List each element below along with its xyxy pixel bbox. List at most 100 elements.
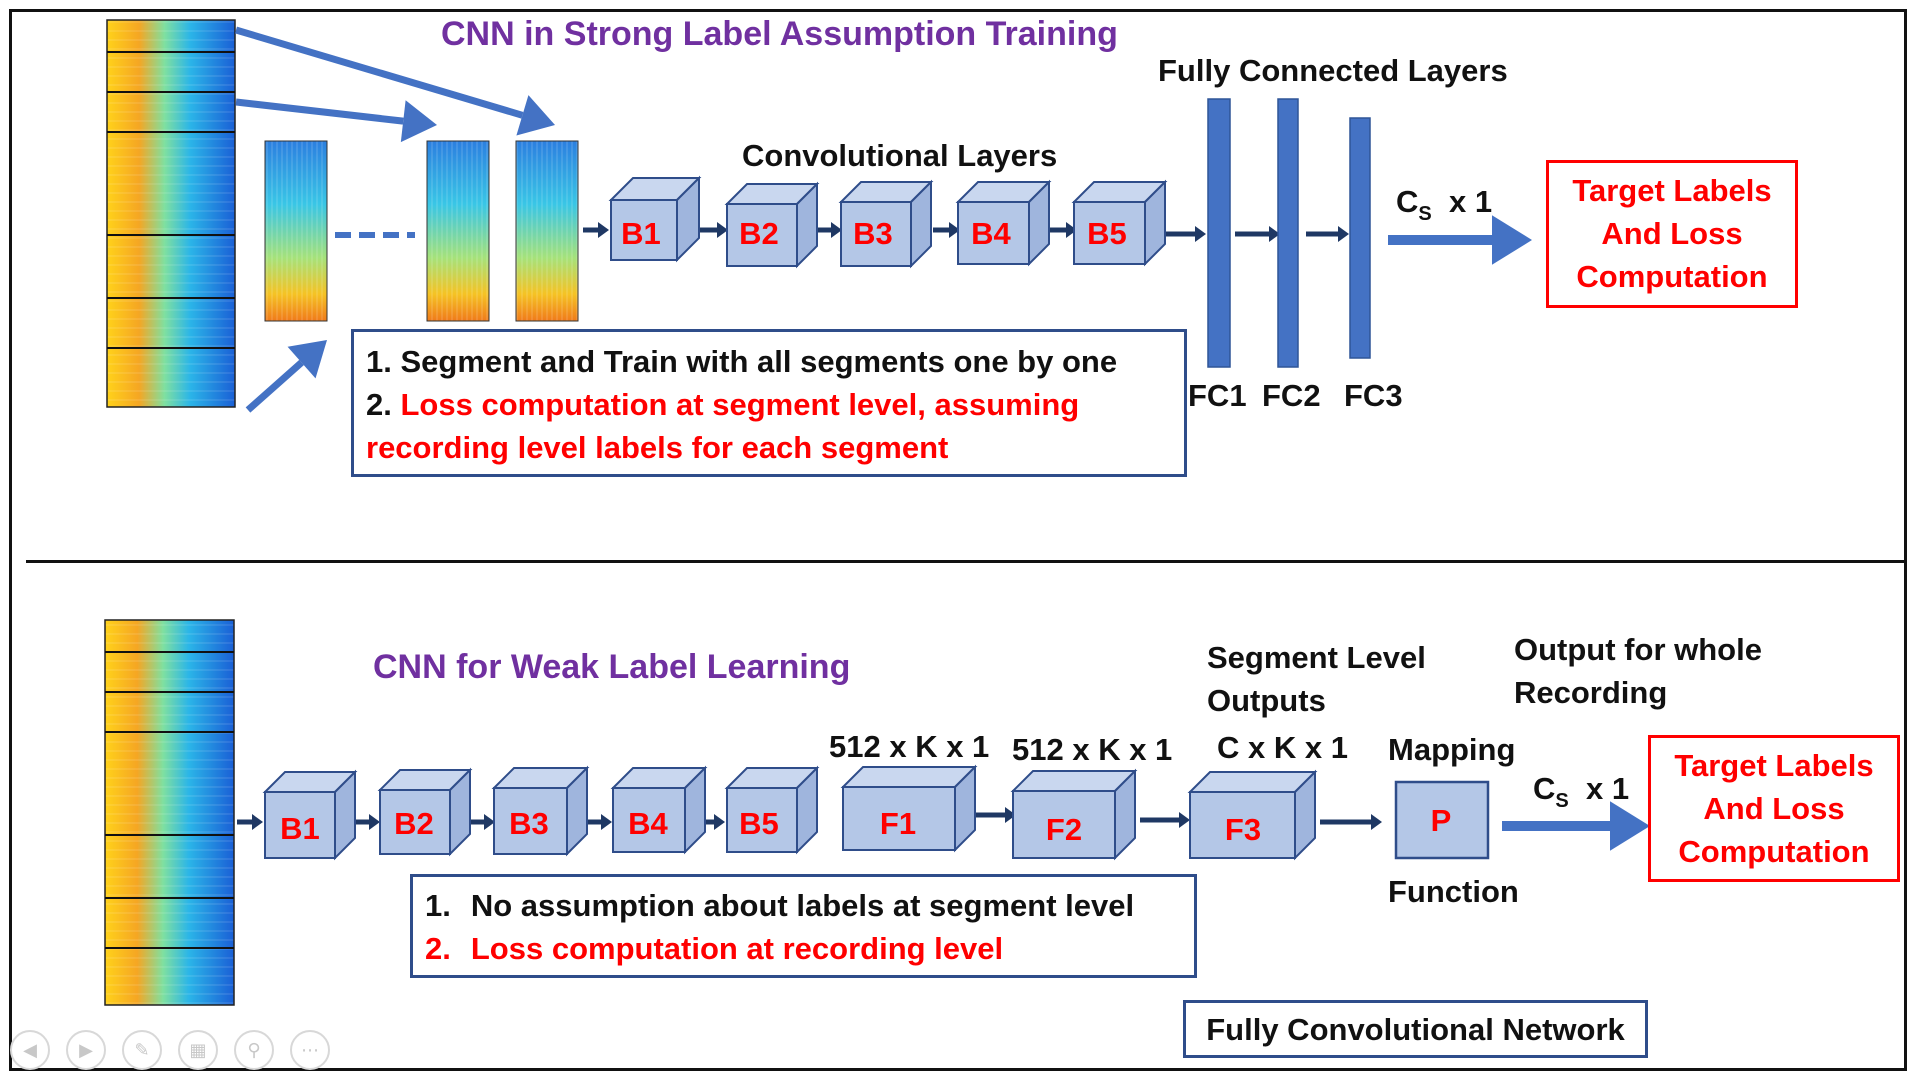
fc-layer-bar bbox=[1349, 117, 1371, 359]
fcn-block-front bbox=[1012, 790, 1116, 859]
bottom-output-dim: CS x 1 bbox=[1533, 771, 1630, 812]
target-line: Computation bbox=[1678, 834, 1870, 869]
bottom-title: CNN for Weak Label Learning bbox=[373, 648, 851, 686]
fc-layer-bar bbox=[1277, 98, 1299, 368]
note-number: 1. bbox=[425, 888, 451, 923]
flow-arrow-head bbox=[714, 814, 725, 830]
fc-layer-bar bbox=[1207, 98, 1231, 368]
bottom-block-label: B5 bbox=[739, 806, 779, 841]
segment-texture bbox=[516, 141, 578, 321]
top-target-box: Target Labels And Loss Computation bbox=[1546, 160, 1798, 308]
bottom-block-label: B4 bbox=[628, 806, 668, 841]
segment-arrow-head bbox=[287, 340, 327, 379]
conv-heading: Convolutional Layers bbox=[742, 138, 1058, 173]
block-group bbox=[262, 175, 1490, 861]
output-dim: x 1 bbox=[1585, 771, 1630, 806]
flow-arrow-head bbox=[1005, 807, 1016, 823]
fc-heading: Fully Connected Layers bbox=[1158, 53, 1508, 88]
flow-arrow-head bbox=[1195, 226, 1206, 242]
conv-block-label: F1 bbox=[879, 806, 917, 841]
conv-block-front bbox=[379, 789, 451, 855]
segment-outline bbox=[515, 140, 579, 322]
flow-arrow-head bbox=[1269, 226, 1280, 242]
bottom-note-box: 1. No assumption about labels at segment … bbox=[410, 874, 1197, 978]
top-note-line-1: 1. Segment and Train with all segments o… bbox=[366, 344, 1117, 380]
spectrogram-texture bbox=[107, 20, 235, 407]
segment-arrow-shaft bbox=[245, 359, 304, 413]
conv-block-front bbox=[957, 201, 1030, 265]
fc-label: FC2 bbox=[1262, 378, 1321, 413]
bottom-block-label: B2 bbox=[394, 806, 434, 841]
segment-arrow-shaft bbox=[235, 26, 524, 119]
target-line: Computation bbox=[1576, 259, 1768, 294]
top-note-line-3: recording level labels for each segment bbox=[366, 430, 949, 465]
segment-texture bbox=[265, 141, 327, 321]
fc-label: FC1 bbox=[1188, 378, 1247, 413]
top-block-label: B2 bbox=[739, 216, 779, 251]
dim-label: C x K x 1 bbox=[1217, 730, 1348, 765]
slides-icon[interactable]: ▦ bbox=[178, 1030, 218, 1070]
top-block-label: B4 bbox=[971, 216, 1011, 251]
conv-block-label: F3 bbox=[1224, 812, 1262, 847]
output-arrow-head bbox=[1492, 215, 1532, 265]
fcn-label: Fully Convolutional Network bbox=[1206, 1012, 1625, 1047]
note-text: Loss computation at segment level, assum… bbox=[400, 387, 1080, 422]
note-text: No assumption about labels at segment le… bbox=[470, 888, 1135, 923]
top-note-box: 1. Segment and Train with all segments o… bbox=[351, 329, 1187, 477]
conv-block-front bbox=[840, 201, 912, 267]
spectrogram-texture bbox=[105, 620, 234, 1005]
flow-arrow-head bbox=[598, 222, 609, 238]
segment-heading-line: Outputs bbox=[1207, 683, 1326, 718]
flow-arrow-head bbox=[484, 814, 495, 830]
fcn-block-front bbox=[1189, 791, 1296, 859]
dim-label: 512 x K x 1 bbox=[1012, 732, 1173, 767]
output-c: C bbox=[1533, 771, 1556, 806]
flow-arrow-head bbox=[252, 814, 263, 830]
segment-outline bbox=[426, 140, 490, 322]
forward-icon[interactable]: ▶ bbox=[66, 1030, 106, 1070]
fcn-box: Fully Convolutional Network bbox=[1183, 1000, 1648, 1058]
target-line: Target Labels bbox=[1572, 173, 1772, 208]
fcn-block-front bbox=[842, 786, 956, 851]
top-note-line-2: 2. Loss computation at segment level, as… bbox=[366, 387, 1079, 423]
top-block-label: B3 bbox=[853, 216, 893, 251]
segment-heading-line: Segment Level bbox=[1207, 640, 1426, 675]
segment-arrow-head bbox=[400, 100, 437, 143]
fc-bar-group bbox=[1207, 98, 1371, 368]
pen-icon[interactable]: ✎ bbox=[122, 1030, 162, 1070]
target-line: And Loss bbox=[1703, 791, 1845, 826]
target-line: Target Labels bbox=[1674, 748, 1874, 783]
conv-block-front bbox=[1073, 201, 1146, 265]
output-heading-line: Output for whole bbox=[1514, 632, 1762, 667]
diagram-frame bbox=[9, 9, 1907, 1071]
top-output-dim: CS x 1 bbox=[1396, 184, 1493, 225]
conv-block-front bbox=[726, 203, 798, 267]
flow-arrow-head bbox=[1179, 812, 1190, 828]
mapping-top-label: Mapping bbox=[1388, 732, 1516, 767]
top-block-label: B5 bbox=[1087, 216, 1127, 251]
note-text: Segment and Train with all segments one … bbox=[400, 344, 1118, 379]
segment-texture bbox=[427, 141, 489, 321]
output-dim: x 1 bbox=[1448, 184, 1493, 219]
bottom-target-box: Target Labels And Loss Computation bbox=[1648, 735, 1900, 882]
top-block-label: B1 bbox=[621, 216, 661, 251]
segment-arrow-head bbox=[516, 95, 555, 136]
back-icon[interactable]: ◀ bbox=[10, 1030, 50, 1070]
conv-block-front bbox=[610, 199, 678, 261]
bottom-note-line-2: 2.Loss computation at recording level bbox=[425, 931, 1003, 967]
dim-label: 512 x K x 1 bbox=[829, 729, 990, 764]
spectrogram-outline bbox=[104, 619, 235, 1006]
output-arrow-head bbox=[1610, 801, 1650, 851]
conv-block-front bbox=[726, 787, 798, 853]
conv-block-label: F2 bbox=[1045, 812, 1083, 847]
note-prefix: 1. bbox=[366, 344, 392, 379]
bottom-note-line-1: 1. No assumption about labels at segment … bbox=[425, 888, 1134, 924]
zoom-icon[interactable]: ⚲ bbox=[234, 1030, 274, 1070]
output-sub: S bbox=[1555, 790, 1569, 812]
more-icon[interactable]: ⋯ bbox=[290, 1030, 330, 1070]
flow-arrow-head bbox=[369, 814, 380, 830]
segment-arrow-shaft bbox=[235, 98, 404, 125]
p-label: P bbox=[1430, 803, 1452, 838]
top-title: CNN in Strong Label Assumption Training bbox=[441, 15, 1118, 53]
